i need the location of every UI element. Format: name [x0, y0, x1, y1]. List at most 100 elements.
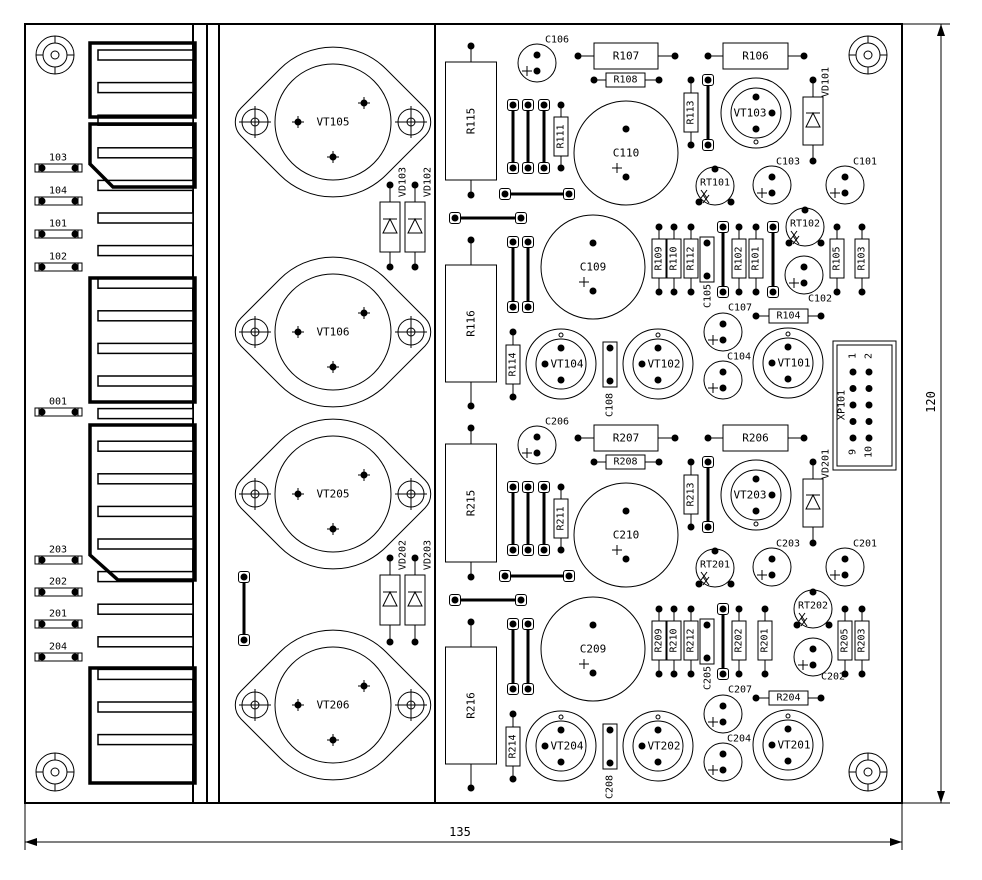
pad	[687, 76, 695, 84]
pad	[451, 596, 459, 604]
diode-body	[379, 201, 401, 253]
thermistor-label: RT201	[700, 560, 730, 571]
pad	[784, 757, 792, 765]
pad	[704, 141, 712, 149]
pad	[606, 377, 614, 385]
resistor-label: R216	[465, 692, 478, 719]
connector-inner	[836, 344, 893, 467]
pad	[541, 742, 549, 750]
pad	[574, 434, 582, 442]
pad	[655, 670, 663, 678]
transistor-inner	[535, 338, 587, 390]
pad	[768, 359, 776, 367]
diode-symbol-icon	[382, 217, 398, 234]
pad	[809, 588, 817, 596]
terminal-j101: 101	[34, 219, 83, 239]
capacitor-label: C110	[613, 147, 640, 160]
pad	[703, 272, 711, 280]
wire-jumper	[538, 99, 550, 174]
resistor-body	[731, 238, 747, 279]
transistor-flange-outline	[234, 418, 432, 570]
transistor-can-outline	[274, 273, 392, 391]
pad	[533, 433, 541, 441]
resistor-body	[854, 238, 870, 279]
resistor-body	[837, 620, 853, 661]
pad	[240, 573, 248, 581]
wire-jumper	[499, 188, 575, 200]
pad	[825, 621, 833, 629]
x-mark-icon	[800, 617, 808, 627]
pad	[71, 164, 79, 172]
pad	[752, 312, 760, 320]
diode-label: VD102	[423, 167, 434, 197]
pad	[411, 263, 419, 271]
pad	[841, 555, 849, 563]
capacitor-C202: C202	[793, 637, 845, 683]
resistor-label: R102	[734, 246, 745, 270]
capacitor-label: C109	[580, 261, 607, 274]
resistor-body	[553, 116, 569, 157]
pad	[735, 670, 743, 678]
pad	[800, 434, 808, 442]
transistor-can-outline	[274, 646, 392, 764]
resistor-body	[683, 620, 699, 661]
pad	[622, 555, 630, 563]
pad	[711, 165, 719, 173]
capacitor-C106: C106	[517, 35, 569, 83]
resistor-R206: R206	[704, 424, 808, 452]
pad	[654, 726, 662, 734]
pad	[768, 571, 776, 579]
resistor-label: R207	[613, 432, 640, 445]
terminal-body	[34, 262, 83, 272]
pad	[467, 402, 475, 410]
capacitor-C207: C207	[703, 685, 752, 734]
pad	[687, 141, 695, 149]
resistor-R203: R203	[854, 605, 870, 678]
resistor-label: R211	[556, 506, 567, 530]
terminal-label: 103	[49, 153, 67, 164]
heatsink-slot	[97, 342, 194, 355]
pad	[727, 580, 735, 588]
resistor-R114: R114	[505, 328, 521, 401]
pad	[524, 238, 532, 246]
x-mark-icon	[700, 571, 708, 581]
pad	[240, 636, 248, 644]
terminal-body	[34, 652, 83, 662]
diode-symbol-icon	[382, 590, 398, 607]
wire-jumper	[522, 236, 534, 313]
resistor-R210: R210	[666, 605, 682, 678]
pad	[509, 328, 517, 336]
resistor-R102: R102	[731, 223, 747, 296]
pad	[606, 344, 614, 352]
capacitor-body	[699, 236, 715, 283]
mounting-hole	[848, 752, 888, 792]
capacitor-label: C101	[853, 157, 877, 168]
capacitor-label: C107	[728, 303, 752, 314]
pad	[703, 239, 711, 247]
heatsink-slot	[97, 147, 194, 159]
terminal-body	[34, 407, 83, 417]
pad	[719, 368, 727, 376]
pad	[655, 458, 663, 466]
x-mark-icon	[702, 576, 710, 586]
pad	[654, 344, 662, 352]
pad	[509, 546, 517, 554]
terminal-j201: 201	[34, 609, 83, 629]
heatsink-slot	[97, 505, 194, 518]
pad	[809, 76, 817, 84]
heatsink-slot	[97, 538, 194, 550]
heatsink-slot	[97, 473, 194, 485]
pad	[655, 288, 663, 296]
pad	[768, 491, 776, 499]
transistor-label: VT202	[647, 740, 680, 753]
resistor-label: R115	[465, 108, 478, 135]
capacitor-label: C204	[727, 734, 751, 745]
capacitor-label: C207	[728, 685, 752, 696]
pad	[784, 375, 792, 383]
heatsink-connector	[88, 41, 197, 785]
capacitor-body	[602, 341, 618, 388]
terminal-label: 203	[49, 545, 67, 556]
pad	[719, 384, 727, 392]
key-mark	[785, 713, 791, 719]
